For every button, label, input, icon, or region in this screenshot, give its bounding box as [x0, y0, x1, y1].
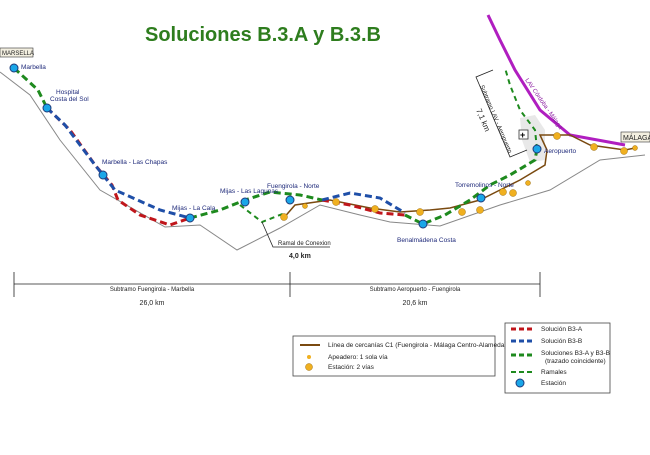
airport-icon-glyph: + — [520, 130, 525, 140]
malaga-label: MÁLAGA — [623, 133, 650, 142]
legend-item: Línea de cercanías C1 (Fuengirola - Mála… — [328, 342, 506, 349]
ramal-conexion — [239, 204, 286, 224]
lav-bracket — [475, 69, 528, 158]
legend-item: Ramales — [541, 369, 567, 376]
subtramo-label: Subtramo Fuengirola - Marbella — [110, 287, 195, 293]
route-b3a — [45, 106, 191, 227]
coastline — [0, 71, 646, 251]
station-label: Hospital — [56, 89, 80, 96]
airport-icon — [518, 129, 529, 140]
ramal-length: 4,0 km — [289, 253, 311, 260]
legend-item: Estación — [541, 380, 566, 387]
route-common-mid — [189, 190, 323, 220]
subtramo-length: 26,0 km — [140, 300, 165, 307]
legend-item: Estación: 2 vías — [328, 364, 375, 371]
legend-item: Apeadero: 1 sola vía — [328, 354, 388, 361]
stations — [9, 63, 542, 229]
ramal-label: Ramal de Conexion — [278, 241, 331, 247]
ramal-leader — [261, 221, 330, 248]
subtramo-bars — [13, 272, 541, 297]
station-label: Mijas - La Cala — [172, 205, 216, 212]
route-b3b-east — [321, 191, 406, 215]
subtramo-label: Subtramo Aeropuerto - Fuengirola — [370, 287, 461, 293]
ramal-lav — [504, 67, 538, 150]
legend-item: Soluciones B3-A y B3-B — [541, 350, 610, 357]
station-label: Marbella — [21, 64, 46, 71]
legend-right: Solución B3-A Solución B3-B Soluciones B… — [504, 322, 611, 394]
legend-item: Solución B3-B — [541, 338, 582, 345]
title: Soluciones B.3.A y B.3.B — [145, 24, 381, 46]
legend-item: Solución B3-A — [541, 326, 583, 333]
marsella-box — [0, 47, 34, 58]
station-label: Benalmádena Costa — [397, 237, 456, 244]
station-label: Fuengirola - Norte — [267, 183, 320, 190]
station-label: Aeropuerto — [544, 148, 577, 155]
lav-cordoba-malaga-line — [486, 14, 626, 147]
station-label: Marbella - Las Chapas — [102, 159, 168, 166]
marsella-label: MARSELLA — [2, 51, 34, 57]
station-label: Torremolinos - Norte — [455, 182, 514, 189]
route-common — [12, 66, 49, 109]
legend-left: Línea de cercanías C1 (Fuengirola - Mála… — [292, 335, 506, 377]
station-label: Mijas - Las Lagunas — [220, 188, 279, 195]
apeaderos — [280, 132, 638, 221]
legend-item: (trazado coincidente) — [545, 358, 606, 365]
malaga-box — [620, 131, 650, 143]
subtramo-length: 20,6 km — [403, 300, 428, 307]
station-label: Costa del Sol — [50, 96, 89, 103]
